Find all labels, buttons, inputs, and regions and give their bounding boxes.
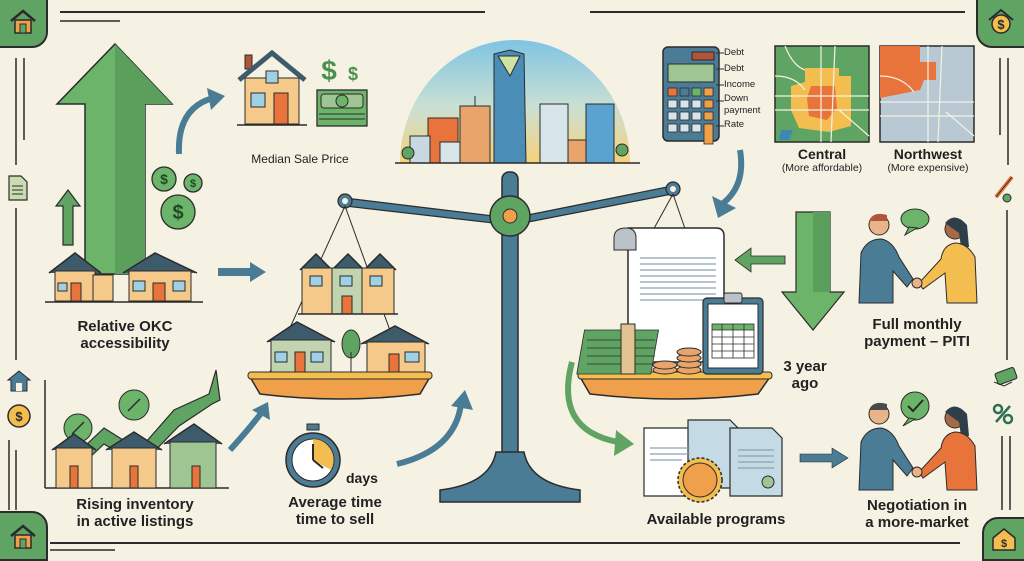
- negotiation-line1: Negotiation in: [867, 497, 967, 514]
- programs-label: Available programs: [646, 511, 786, 528]
- down-arrow-green-icon: [780, 211, 846, 331]
- central-map-subtitle: (More affordable): [781, 162, 863, 174]
- curved-arrow-icon: [175, 88, 225, 155]
- small-up-arrow-icon: [54, 189, 82, 246]
- okc-skyline-icon: [395, 40, 640, 164]
- corner-tl-home-badge: [0, 0, 48, 48]
- program-documents-icon: [643, 419, 783, 503]
- balance-scale-icon: [247, 171, 773, 503]
- home-icon: [6, 370, 32, 392]
- handshake-people-icon: [858, 208, 978, 304]
- townhouses-icon: [298, 252, 398, 315]
- green-curved-arrow-icon: [565, 361, 634, 456]
- home-icon: [10, 9, 36, 34]
- calc-label-debt-1: Debt: [724, 47, 745, 58]
- home-dollar-icon: $: [988, 8, 1014, 34]
- svg-text:$: $: [172, 202, 183, 224]
- comparison-label: 3 year ago: [770, 358, 840, 392]
- time-to-sell-line1: Average time: [288, 494, 382, 511]
- document-icon: [8, 175, 28, 201]
- calc-label-rate: Rate: [724, 119, 745, 130]
- northwest-map-subtitle: (More expensive): [887, 162, 969, 174]
- percent-icon: [992, 403, 1014, 425]
- calc-label-debt-2: Debt: [724, 63, 745, 74]
- time-to-sell-unit: days: [346, 470, 378, 486]
- payment-line1: Full monthly: [872, 316, 962, 333]
- curved-arrow-up-left-icon: [227, 402, 270, 453]
- inventory-label-line2: in active listings: [76, 513, 194, 530]
- accessibility-label: Relative OKC accessibility: [40, 318, 210, 352]
- svg-text:$: $: [190, 178, 196, 190]
- accessibility-label-line2: accessibility: [80, 335, 170, 352]
- left-arrow-green-icon: [734, 247, 786, 273]
- corner-tr-home-dollar-badge: $: [976, 0, 1024, 48]
- curved-arrow-up-right-icon: [396, 390, 473, 467]
- cash-stack-icon: [576, 323, 702, 375]
- central-map-title: Central: [797, 146, 847, 162]
- calc-label-down-payment: Down payment: [724, 93, 761, 116]
- home-dollar-icon: $: [992, 528, 1016, 551]
- northwest-map-icon: [879, 45, 975, 143]
- svg-text:$: $: [1001, 538, 1007, 550]
- svg-text:$: $: [321, 55, 337, 86]
- svg-text:$: $: [348, 64, 358, 84]
- inventory-label: Rising inventory in active listings: [55, 496, 215, 530]
- negotiation-handshake-icon: [858, 391, 978, 491]
- clipboard-spreadsheet-icon: [702, 292, 764, 375]
- dollar-coins-icon: $ $ $: [151, 166, 203, 230]
- money-bill-icon: $ $: [316, 55, 368, 127]
- big-up-arrow-icon: [55, 42, 174, 275]
- central-map-icon: [774, 45, 870, 143]
- inventory-label-line1: Rising inventory: [76, 496, 194, 513]
- northwest-map-title: Northwest: [893, 146, 963, 162]
- payment-label: Full monthly payment – PITI: [852, 316, 982, 350]
- comparison-line1: 3 year: [783, 358, 827, 375]
- svg-text:$: $: [997, 17, 1005, 32]
- negotiation-label: Negotiation in a more-market: [852, 497, 982, 531]
- median-sale-price-label: Median Sale Price: [251, 152, 349, 166]
- calc-leader-lines: [716, 52, 724, 127]
- home-icon: [10, 524, 36, 549]
- left-pan-houses-icon: [266, 321, 430, 373]
- dollar-coin-icon: $: [7, 404, 31, 428]
- accessibility-label-line1: Relative OKC: [77, 318, 173, 335]
- time-to-sell-line2: time to sell: [295, 511, 375, 528]
- svg-text:$: $: [160, 171, 168, 187]
- curved-down-arrow-icon: [712, 149, 745, 218]
- stopwatch-icon: [285, 423, 341, 488]
- houses-icon: [45, 252, 203, 303]
- calculator-icon: [662, 46, 720, 145]
- payment-line2: payment – PITI: [864, 333, 970, 350]
- house-icon: [237, 49, 307, 126]
- right-arrow-icon: [218, 262, 266, 282]
- money-icon: [993, 367, 1018, 387]
- right-arrow-programs-icon: [799, 447, 849, 469]
- time-to-sell-label: Average time time to sell: [270, 494, 400, 528]
- calc-label-income: Income: [724, 79, 756, 90]
- negotiation-line2: a more-market: [865, 514, 969, 531]
- northwest-map-caption: Northwest (More expensive): [874, 146, 982, 174]
- rising-inventory-chart-icon: [44, 369, 229, 489]
- mortgage-document-icon: [613, 227, 725, 363]
- svg-text:$: $: [15, 409, 23, 424]
- comparison-line2: ago: [791, 375, 819, 392]
- central-map-caption: Central (More affordable): [768, 146, 876, 174]
- pencil-icon: [994, 175, 1014, 203]
